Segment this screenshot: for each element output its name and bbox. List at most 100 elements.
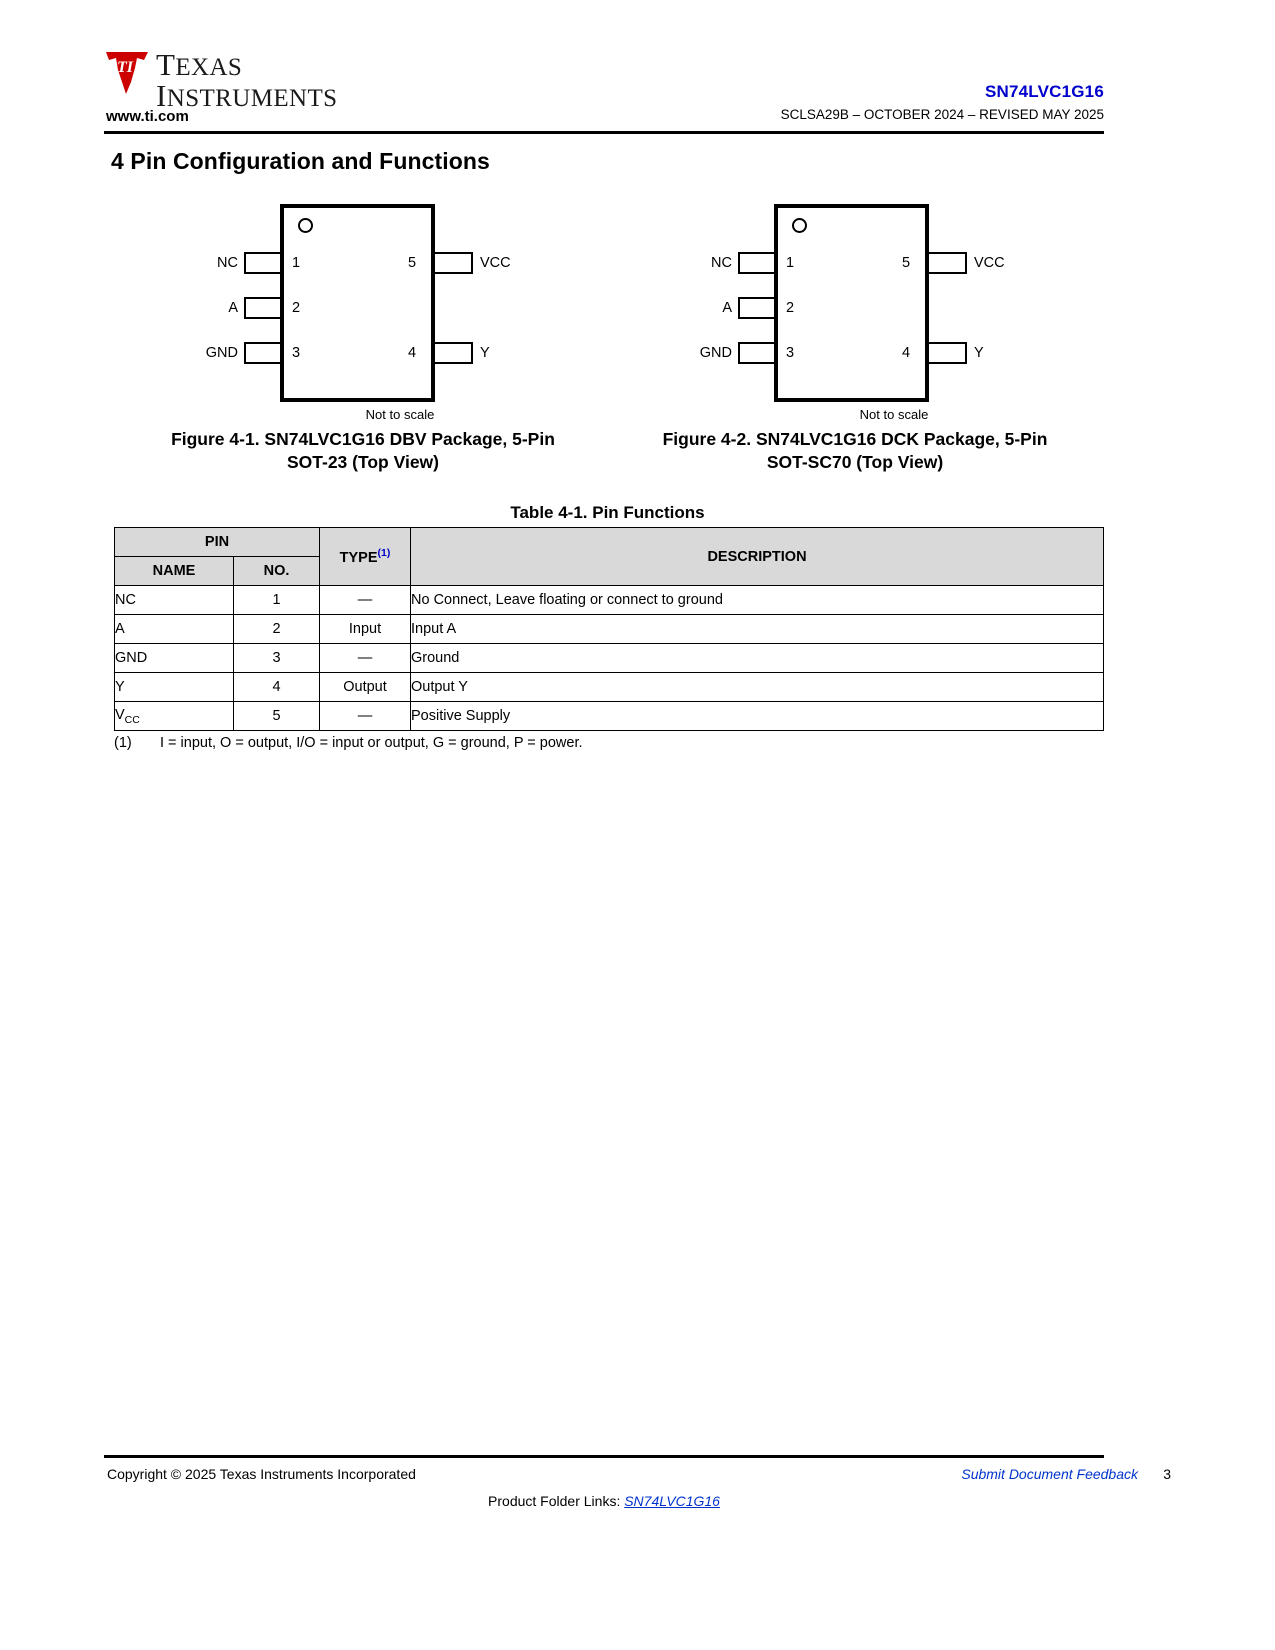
cell-pin-name-base: V [115,706,125,723]
package-diagram-dck: NC A GND VCC Y 1 2 3 5 4 Not to scale [634,196,1074,436]
pin-number-3: 3 [292,345,301,361]
header-document-info: SN74LVC1G16 SCLSA29B – OCTOBER 2024 – RE… [464,82,1104,122]
pin-functions-table: PIN TYPE(1) DESCRIPTION NAME NO. NC 1 — … [114,527,1104,731]
ti-wordmark: TEXAS INSTRUMENTS [156,48,337,111]
part-number: SN74LVC1G16 [984,82,1104,101]
table-row: GND 3 — Ground [114,643,1104,673]
cell-pin-type: — [319,585,411,615]
cell-pin-no: 2 [233,614,320,644]
submit-document-feedback-link[interactable]: Submit Document Feedback [961,1466,1138,1482]
cell-pin-no: 3 [233,643,320,673]
cell-pin-type: — [319,701,411,731]
cell-pin-description: Input A [410,614,1104,644]
cell-pin-no: 1 [233,585,320,615]
table-footnote: (1) I = input, O = output, I/O = input or… [114,735,583,751]
pin-number-5: 5 [408,255,417,271]
package-diagram-dbv: NC A GND VCC Y 1 2 3 5 4 Not to scale [140,196,580,436]
cell-pin-name: GND [114,643,234,673]
pin-lead-4 [431,342,473,364]
pin-number-4: 4 [408,345,417,361]
footnote-text: I = input, O = output, I/O = input or ou… [160,735,583,751]
pin-lead-5 [925,252,967,274]
pin-lead-5 [431,252,473,274]
ti-website-url[interactable]: www.ti.com [106,108,189,125]
document-id: SCLSA29B – OCTOBER 2024 – REVISED MAY 20… [780,107,1104,122]
pin-label-gnd: GND [699,345,732,361]
figure-caption-line1: Figure 4-1. SN74LVC1G16 DBV Package, 5-P… [171,429,555,449]
header-pin: PIN [114,527,320,557]
product-folder-links: Product Folder Links: SN74LVC1G16 [104,1493,1104,1509]
footer-divider [104,1455,1104,1458]
cell-pin-no: 4 [233,672,320,702]
cell-pin-type: Input [319,614,411,644]
cell-pin-description: No Connect, Leave floating or connect to… [410,585,1104,615]
pin-one-marker-icon [792,218,807,233]
pin-label-vcc: VCC [480,255,511,271]
cell-pin-description: Ground [410,643,1104,673]
ti-wordmark-instruments: INSTRUMENTS [156,77,338,113]
pin-lead-4 [925,342,967,364]
header-type-footnote-ref: (1) [377,547,391,560]
header-name: NAME [114,556,234,586]
pin-label-y: Y [974,345,984,361]
package-body [774,204,929,402]
package-body [280,204,435,402]
figure-caption-4-1: Figure 4-1. SN74LVC1G16 DBV Package, 5-P… [128,428,598,474]
cell-pin-type: — [319,643,411,673]
header-description: DESCRIPTION [410,527,1104,586]
ti-logo: TI TEXAS INSTRUMENTS [104,48,337,111]
pin-number-1: 1 [292,255,301,271]
table-body: NC 1 — No Connect, Leave floating or con… [114,585,1104,731]
pin-label-nc: NC [217,255,238,271]
pin-number-2: 2 [786,300,795,316]
figure-caption-line1: Figure 4-2. SN74LVC1G16 DCK Package, 5-P… [662,429,1048,449]
cell-pin-type: Output [319,672,411,702]
not-to-scale-note: Not to scale [859,407,929,422]
pin-label-a: A [722,300,732,316]
table-row: Y 4 Output Output Y [114,672,1104,702]
pin-number-4: 4 [902,345,911,361]
table-header: PIN TYPE(1) DESCRIPTION NAME NO. [114,527,1104,586]
table-header-row-1: PIN TYPE(1) DESCRIPTION [114,527,1104,586]
ti-logo-icon: TI [104,48,150,98]
table-title: Table 4-1. Pin Functions [510,503,705,522]
header-divider [104,131,1104,134]
pin-number-5: 5 [902,255,911,271]
header-no: NO. [233,556,320,586]
header-type-label: TYPE [339,549,378,566]
cell-pin-name: Y [114,672,234,702]
pin-number-3: 3 [786,345,795,361]
pin-number-1: 1 [786,255,795,271]
cell-pin-name: VCC [114,701,234,731]
page-number: 3 [1163,1466,1171,1482]
pin-one-marker-icon [298,218,313,233]
cell-pin-name-subscript: CC [124,713,140,726]
cell-pin-no: 5 [233,701,320,731]
figure-caption-line2: SOT-23 (Top View) [286,452,439,473]
header-type: TYPE(1) [319,527,411,586]
page-title: 4 Pin Configuration and Functions [111,148,490,174]
product-folder-link[interactable]: SN74LVC1G16 [624,1493,720,1509]
footnote-mark: (1) [114,735,132,751]
pin-label-gnd: GND [205,345,238,361]
not-to-scale-note: Not to scale [365,407,435,422]
table-row: A 2 Input Input A [114,614,1104,644]
pin-label-vcc: VCC [974,255,1005,271]
product-folder-links-prefix: Product Folder Links: [488,1493,625,1509]
ti-wordmark-texas: TEXAS [156,47,243,82]
pin-label-a: A [228,300,238,316]
pin-label-y: Y [480,345,490,361]
cell-pin-name: A [114,614,234,644]
svg-text:TI: TI [117,59,134,76]
figure-caption-line2: SOT-SC70 (Top View) [766,452,944,473]
pin-number-2: 2 [292,300,301,316]
copyright-notice: Copyright © 2025 Texas Instruments Incor… [107,1466,416,1482]
table-row: NC 1 — No Connect, Leave floating or con… [114,585,1104,615]
figure-caption-4-2: Figure 4-2. SN74LVC1G16 DCK Package, 5-P… [620,428,1090,474]
cell-pin-name: NC [114,585,234,615]
pin-label-nc: NC [711,255,732,271]
page-header: TI TEXAS INSTRUMENTS www.ti.com SN74LVC1… [104,48,1104,128]
cell-pin-description: Output Y [410,672,1104,702]
cell-pin-description: Positive Supply [410,701,1104,731]
